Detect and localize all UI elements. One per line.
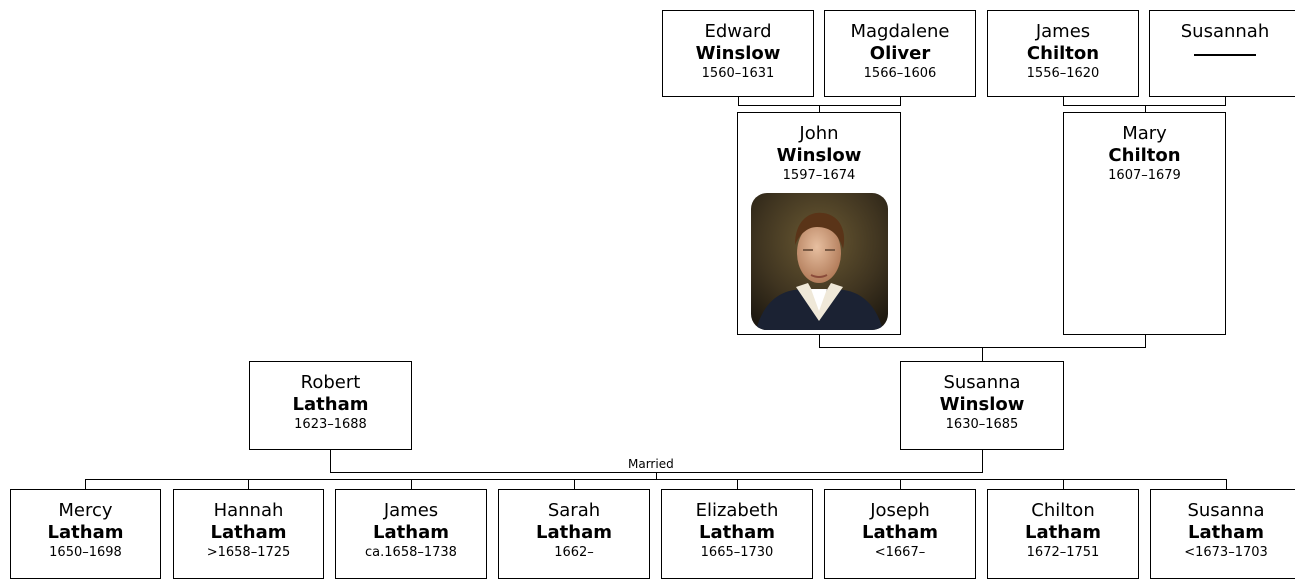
person-magdalene-oliver[interactable]: Magdalene Oliver 1566–1606 [824, 10, 976, 97]
given-name: Mary [1122, 123, 1167, 144]
life-years: ca.1658–1738 [365, 545, 457, 560]
surname: Latham [536, 522, 612, 543]
person-hannah-latham[interactable]: Hannah Latham >1658–1725 [173, 489, 324, 579]
person-susanna-winslow[interactable]: Susanna Winslow 1630–1685 [900, 361, 1064, 450]
person-john-winslow[interactable]: John Winslow 1597–1674 [737, 112, 901, 335]
life-years: <1673–1703 [1184, 545, 1268, 560]
given-name: James [1035, 21, 1091, 42]
connector [248, 479, 249, 489]
given-name: Robert [300, 372, 361, 393]
surname: Chilton [1108, 145, 1181, 166]
connector [1063, 479, 1064, 489]
person-mary-chilton[interactable]: Mary Chilton 1607–1679 [1063, 112, 1226, 335]
surname: Latham [210, 522, 287, 543]
person-elizabeth-latham[interactable]: Elizabeth Latham 1665–1730 [661, 489, 813, 579]
surname: Latham [1025, 522, 1101, 543]
surname: Latham [699, 522, 775, 543]
life-years: 1566–1606 [863, 66, 937, 81]
given-name: Edward [704, 21, 772, 42]
life-years: 1556–1620 [1026, 66, 1100, 81]
surname: Oliver [869, 43, 931, 64]
surname: Latham [862, 522, 938, 543]
person-james-latham[interactable]: James Latham ca.1658–1738 [335, 489, 487, 579]
connector [330, 450, 331, 472]
connector [900, 479, 901, 489]
life-years: 1560–1631 [701, 66, 775, 81]
portrait-image [751, 193, 888, 330]
connector [1226, 479, 1227, 489]
connector [1145, 335, 1146, 347]
person-mercy-latham[interactable]: Mercy Latham 1650–1698 [10, 489, 161, 579]
life-years: 1607–1679 [1108, 168, 1181, 183]
surname: Winslow [695, 43, 781, 64]
person-susanna-latham[interactable]: Susanna Latham <1673–1703 [1150, 489, 1295, 579]
connector [656, 472, 657, 479]
children-line [85, 479, 1227, 480]
unknown-surname-line [1194, 54, 1256, 56]
life-years: 1623–1688 [294, 417, 367, 432]
surname: Winslow [776, 145, 862, 166]
surname: Chilton [1026, 43, 1100, 64]
connector [1145, 105, 1146, 112]
person-sarah-latham[interactable]: Sarah Latham 1662– [498, 489, 650, 579]
given-name: Hannah [213, 500, 284, 521]
life-years: 1672–1751 [1026, 545, 1100, 560]
life-years: >1658–1725 [206, 545, 291, 560]
given-name: James [383, 500, 439, 521]
life-years: 1630–1685 [945, 417, 1019, 432]
person-robert-latham[interactable]: Robert Latham 1623–1688 [249, 361, 412, 450]
person-susannah[interactable]: Susannah [1149, 10, 1295, 97]
life-years: 1650–1698 [49, 545, 122, 560]
connector [738, 97, 739, 105]
given-name: Elizabeth [695, 500, 779, 521]
connector [1225, 97, 1226, 105]
surname: Latham [292, 394, 369, 415]
given-name: Susanna [1187, 500, 1265, 521]
life-years: 1662– [554, 545, 594, 560]
surname: Latham [1188, 522, 1264, 543]
connector [900, 97, 901, 105]
given-name: Sarah [547, 500, 601, 521]
life-years: <1667– [874, 545, 926, 560]
surname: Winslow [939, 394, 1025, 415]
life-years: 1665–1730 [700, 545, 774, 560]
connector [411, 479, 412, 489]
connector [85, 479, 86, 489]
person-james-chilton[interactable]: James Chilton 1556–1620 [987, 10, 1139, 97]
given-name: Susannah [1180, 21, 1270, 42]
life-years: 1597–1674 [782, 168, 856, 183]
connector [737, 479, 738, 489]
connector [982, 347, 983, 361]
connector [819, 105, 820, 112]
connector [574, 479, 575, 489]
given-name: Magdalene [850, 21, 950, 42]
given-name: Susanna [943, 372, 1021, 393]
connector [982, 450, 983, 472]
surname: Latham [373, 522, 449, 543]
surname: Latham [47, 522, 124, 543]
person-joseph-latham[interactable]: Joseph Latham <1667– [824, 489, 976, 579]
given-name: John [799, 123, 839, 144]
connector [819, 335, 820, 347]
given-name: Chilton [1031, 500, 1095, 521]
married-label: Married [628, 457, 674, 471]
given-name: Mercy [58, 500, 113, 521]
connector [1063, 105, 1226, 106]
given-name: Joseph [870, 500, 930, 521]
person-chilton-latham[interactable]: Chilton Latham 1672–1751 [987, 489, 1139, 579]
connector [1063, 97, 1064, 105]
person-edward-winslow[interactable]: Edward Winslow 1560–1631 [662, 10, 814, 97]
